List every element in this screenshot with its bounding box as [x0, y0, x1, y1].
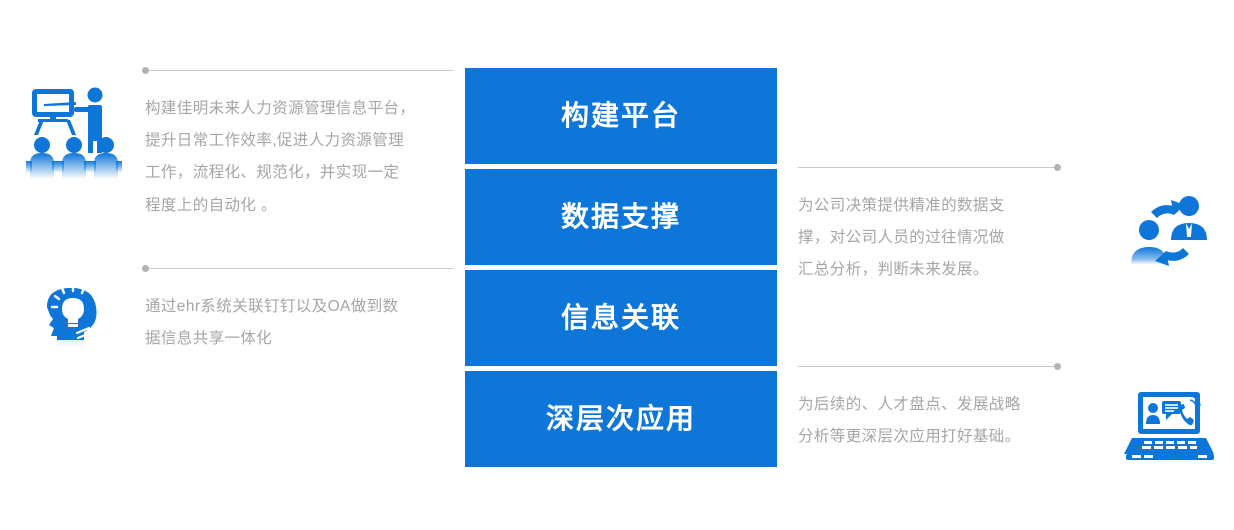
description-right-bottom: 为后续的、人才盘点、发展战略 分析等更深层次应用打好基础。: [798, 389, 1068, 453]
bar-label: 深层次应用: [545, 403, 696, 434]
description-right-top: 为公司决策提供精准的数据支 撑，对公司人员的过往情况做 汇总分析，判断未来发展。: [798, 190, 1068, 287]
description-line: 为公司决策提供精准的数据支: [798, 197, 1005, 214]
bar-item-info-linkage[interactable]: 信息关联: [465, 270, 777, 366]
laptop-communication-icon: [1122, 388, 1218, 476]
presentation-audience-icon: [20, 83, 130, 188]
description-line: 汇总分析，判断未来发展。: [798, 261, 989, 279]
people-exchange-icon: [1125, 192, 1215, 280]
description-line: 撑，对公司人员的过往情况做: [798, 229, 1005, 247]
description-line: 通过ehr系统关联钉钉以及OA做到数: [145, 298, 399, 315]
bar-item-deep-application[interactable]: 深层次应用: [465, 371, 777, 467]
description-left-bottom: 通过ehr系统关联钉钉以及OA做到数 据信息共享一体化: [145, 291, 455, 355]
connector-rule-left-top: [142, 67, 453, 74]
description-line: 程度上的自动化 。: [145, 196, 277, 214]
head-lightbulb-idea-icon: [33, 281, 113, 373]
bar-label: 数据支撑: [560, 201, 681, 232]
connector-dot: [1054, 363, 1061, 370]
description-line: 提升日常工作效率,促进人力资源管理: [145, 132, 405, 150]
center-bar-stack: 构建平台 数据支撑 信息关联 深层次应用: [465, 68, 777, 467]
connector-dot: [1054, 164, 1061, 171]
description-line: 为后续的、人才盘点、发展战略: [798, 396, 1021, 413]
bar-label: 信息关联: [560, 302, 681, 333]
description-left-top: 构建佳明未来人力资源管理信息平台， 提升日常工作效率,促进人力资源管理 工作，流…: [145, 93, 455, 222]
connector-rule-right-top: [798, 164, 1061, 171]
bar-item-data-support[interactable]: 数据支撑: [465, 169, 777, 265]
bar-label: 构建平台: [560, 100, 681, 131]
connector-dot: [142, 67, 149, 74]
description-line: 工作，流程化、规范化，并实现一定: [145, 164, 400, 182]
bar-item-build-platform[interactable]: 构建平台: [465, 68, 777, 164]
connector-rule-left-bottom: [142, 265, 453, 272]
connector-dot: [142, 265, 149, 272]
description-line: 据信息共享一体化: [145, 330, 273, 348]
connector-rule-right-bottom: [798, 363, 1061, 370]
description-line: 构建佳明未来人力资源管理信息平台，: [145, 100, 416, 117]
description-line: 分析等更深层次应用打好基础。: [798, 428, 1021, 446]
